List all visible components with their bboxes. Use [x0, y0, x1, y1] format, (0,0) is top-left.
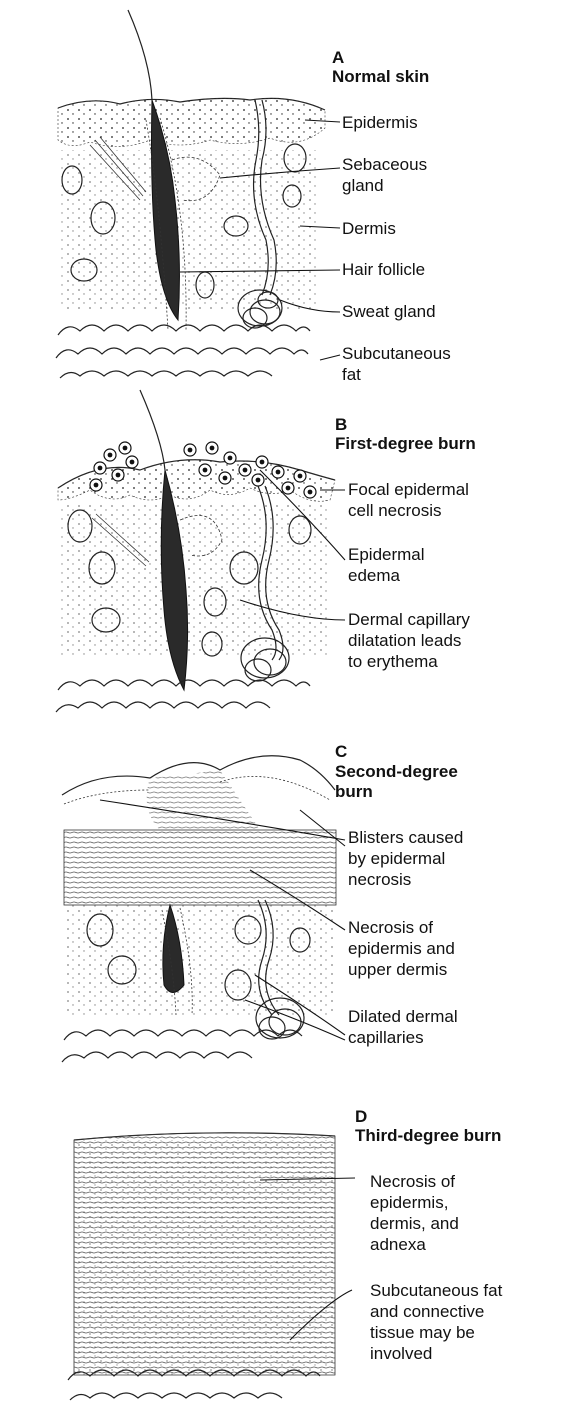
label-necrosis-all-line1: Necrosis of — [370, 1172, 455, 1191]
panel-d-title: Third-degree burn — [355, 1126, 501, 1145]
label-necrosis-upper-line1: Necrosis of — [348, 918, 433, 937]
label-dilated-capillaries-line2: capillaries — [348, 1028, 424, 1047]
label-necrosis-all-line2: epidermis, — [370, 1193, 448, 1212]
label-blisters-line3: necrosis — [348, 870, 411, 889]
label-necrosis-all-line3: dermis, and — [370, 1214, 459, 1233]
panel-d-letter: D — [355, 1107, 367, 1126]
panel-a-text: A Normal skin Epidermis Sebaceous gland … — [332, 48, 451, 384]
panel-b-letter: B — [335, 415, 347, 434]
panel-d-illustration — [68, 1133, 335, 1400]
label-necrosis-upper-line2: epidermis and — [348, 939, 455, 958]
panel-c-illustration — [62, 756, 336, 1062]
label-epidermis: Epidermis — [342, 113, 418, 132]
panel-b-text: B First-degree burn Focal epidermal cell… — [335, 415, 476, 671]
panel-d-text: D Third-degree burn Necrosis of epidermi… — [355, 1107, 503, 1363]
label-focal-necrosis-line1: Focal epidermal — [348, 480, 469, 499]
label-dilated-capillaries-line1: Dilated dermal — [348, 1007, 458, 1026]
panel-a-title: Normal skin — [332, 67, 429, 86]
label-epidermal-edema-line1: Epidermal — [348, 545, 425, 564]
panel-a-illustration — [56, 10, 325, 378]
label-subcutaneous-involved-line4: involved — [370, 1344, 432, 1363]
label-epidermal-edema-line2: edema — [348, 566, 401, 585]
panel-c-title-line1: Second-degree — [335, 762, 458, 781]
label-necrosis-all-line4: adnexa — [370, 1235, 426, 1254]
label-dermal-capillary-line2: dilatation leads — [348, 631, 461, 650]
label-dermal-capillary-line1: Dermal capillary — [348, 610, 470, 629]
label-subcutaneous-involved-line3: tissue may be — [370, 1323, 475, 1342]
label-sweat-gland: Sweat gland — [342, 302, 436, 321]
panel-c-title-line2: burn — [335, 782, 373, 801]
label-blisters-line1: Blisters caused — [348, 828, 463, 847]
label-subcutaneous-fat-line1: Subcutaneous — [342, 344, 451, 363]
label-necrosis-upper-line3: upper dermis — [348, 960, 447, 979]
label-dermis: Dermis — [342, 219, 396, 238]
label-dermal-capillary-line3: to erythema — [348, 652, 438, 671]
panel-b-illustration — [56, 390, 335, 712]
label-sebaceous-gland-line1: Sebaceous — [342, 155, 427, 174]
label-focal-necrosis-line2: cell necrosis — [348, 501, 442, 520]
panel-a-letter: A — [332, 48, 344, 67]
panel-c-letter: C — [335, 742, 347, 761]
label-subcutaneous-fat-line2: fat — [342, 365, 361, 384]
panel-c-text: C Second-degree burn Blisters caused by … — [335, 742, 463, 1047]
label-subcutaneous-involved-line2: and connective — [370, 1302, 484, 1321]
label-sebaceous-gland-line2: gland — [342, 176, 384, 195]
label-blisters-line2: by epidermal — [348, 849, 445, 868]
panel-b-title: First-degree burn — [335, 434, 476, 453]
label-subcutaneous-involved-line1: Subcutaneous fat — [370, 1281, 503, 1300]
label-hair-follicle: Hair follicle — [342, 260, 425, 279]
